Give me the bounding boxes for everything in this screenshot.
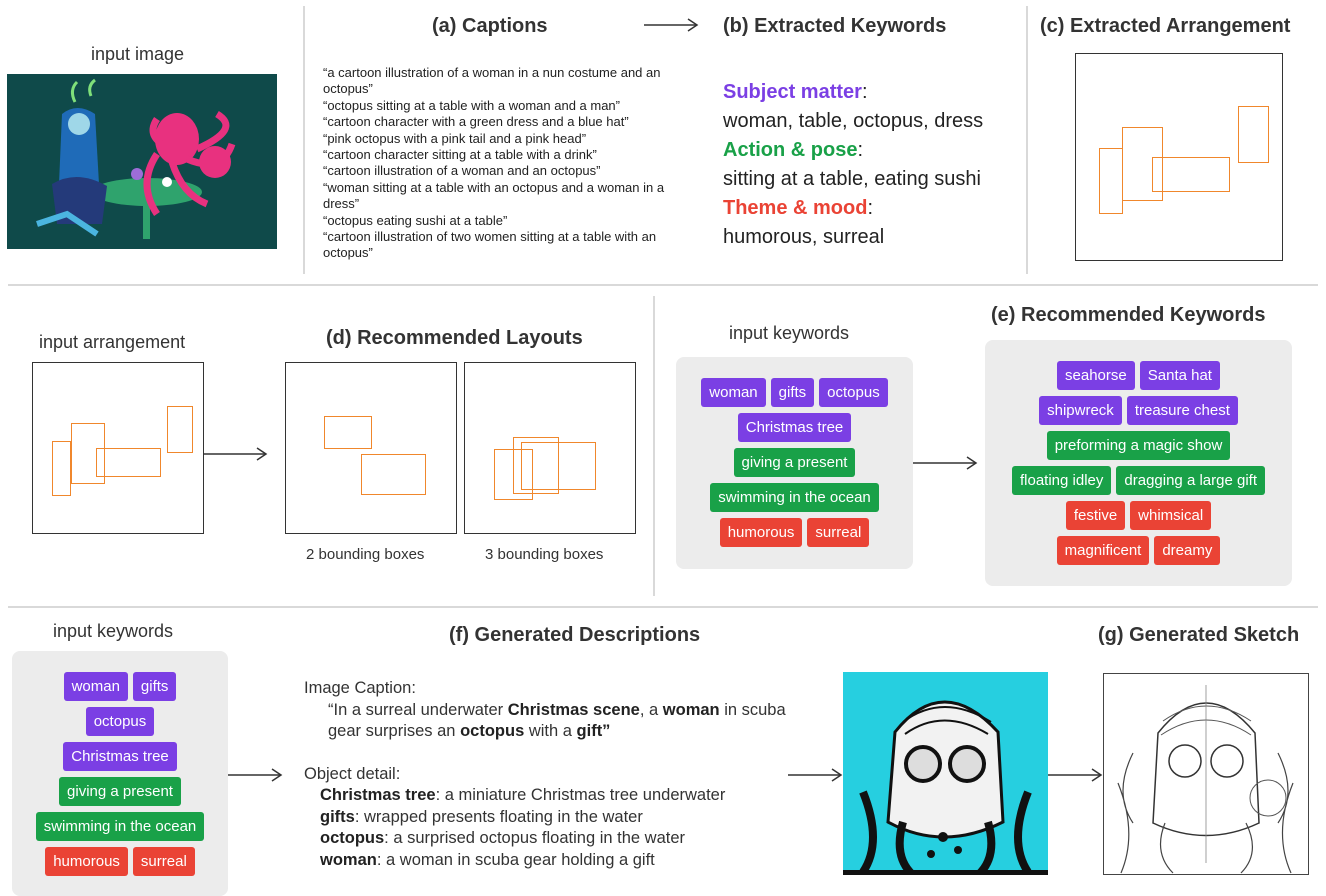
arrow-right-icon	[913, 456, 978, 470]
bounding-box	[71, 423, 105, 484]
recommended-keywords-panel: seahorse Santa hat shipwreck treasure ch…	[985, 340, 1292, 586]
bounding-box	[1122, 127, 1163, 201]
keyword-tag[interactable]: swimming in the ocean	[35, 812, 205, 841]
bounding-box	[324, 416, 372, 449]
caption-item: “cartoon illustration of two women sitti…	[323, 229, 657, 261]
generated-sketch	[1103, 673, 1309, 875]
input-keywords-panel: woman gifts octopus Christmas tree givin…	[12, 651, 228, 896]
descriptions-title: (f) Generated Descriptions	[449, 624, 701, 646]
keyword-tag[interactable]: magnificent	[1056, 536, 1150, 565]
input-arrangement-canvas	[32, 362, 204, 534]
keyword-tag[interactable]: floating idley	[1012, 466, 1112, 495]
bounding-box	[521, 442, 596, 490]
object-detail-item: woman: a woman in scuba gear holding a g…	[320, 850, 655, 869]
arrow-right-icon	[228, 768, 283, 782]
keyword-tag[interactable]: swimming in the ocean	[710, 483, 879, 512]
keyword-tag[interactable]: giving a present	[733, 448, 856, 477]
caption-item: “cartoon character with a green dress an…	[323, 114, 629, 130]
keyword-tag[interactable]: humorous	[719, 518, 803, 547]
divider	[653, 296, 655, 596]
keyword-tag[interactable]: preforming a magic show	[1046, 431, 1231, 460]
keyword-tag[interactable]: woman	[63, 672, 128, 701]
arrow-right-icon	[203, 447, 268, 461]
divider	[8, 606, 1318, 608]
keywords-title: (b) Extracted Keywords	[723, 15, 947, 37]
keyword-tag[interactable]: dreamy	[1154, 536, 1221, 565]
captions-list: “a cartoon illustration of a woman in a …	[323, 65, 668, 262]
keyword-tag[interactable]: octopus	[85, 707, 155, 736]
keyword-tag[interactable]: octopus	[819, 378, 888, 407]
bounding-box	[361, 454, 426, 495]
keyword-tag[interactable]: shipwreck	[1039, 396, 1122, 425]
object-detail-item: Christmas tree: a miniature Christmas tr…	[320, 786, 726, 804]
keyword-tag[interactable]: seahorse	[1057, 361, 1135, 390]
bounding-box	[1238, 106, 1269, 163]
bounding-box	[167, 406, 193, 453]
keyword-tag[interactable]: gifts	[132, 672, 177, 701]
divider	[8, 284, 1318, 286]
input-image-label: input image	[91, 44, 185, 64]
image-caption-text: “In a surreal underwater Christmas scene…	[328, 700, 786, 741]
theme-label: Theme & mood	[723, 197, 868, 219]
bounding-box	[52, 441, 71, 496]
input-keywords-panel: woman gifts octopus Christmas tree givin…	[676, 357, 913, 569]
bounding-box	[1099, 148, 1123, 214]
image-caption-label: Image Caption:	[304, 679, 416, 697]
layout-option-2-boxes[interactable]	[285, 362, 457, 534]
object-detail-item: octopus: a surprised octopus floating in…	[320, 829, 686, 847]
subject-label: Subject matter	[723, 81, 862, 103]
keyword-tag[interactable]: giving a present	[59, 777, 181, 806]
layout-option-3-boxes[interactable]	[464, 362, 636, 534]
layout2-caption: 3 bounding boxes	[485, 546, 604, 563]
caption-item: “woman sitting at a table with an octopu…	[323, 179, 665, 212]
keyword-tag[interactable]: treasure chest	[1126, 396, 1238, 425]
object-detail-item: gifts: wrapped presents floating in the …	[320, 807, 643, 826]
keyword-tag[interactable]: Christmas tree	[737, 413, 852, 442]
caption-item: “a cartoon illustration of a woman in a …	[323, 65, 661, 97]
generated-image	[843, 672, 1048, 875]
recommended-keywords-title: (e) Recommended Keywords	[991, 304, 1266, 326]
theme-values: humorous, surreal	[723, 226, 885, 248]
layouts-title: (d) Recommended Layouts	[326, 327, 583, 349]
keyword-tag[interactable]: woman	[701, 378, 766, 407]
extracted-keywords: Subject matter: woman, table, octopus, d…	[723, 78, 1023, 252]
arrow-right-icon	[788, 768, 843, 782]
bounding-box	[96, 448, 161, 477]
input-keywords-label: input keywords	[53, 621, 174, 641]
keyword-tag[interactable]: humorous	[45, 847, 128, 876]
keyword-tag[interactable]: surreal	[807, 518, 870, 547]
keyword-tag[interactable]: Santa hat	[1139, 361, 1220, 390]
keyword-tag[interactable]: whimsical	[1130, 501, 1212, 530]
keyword-tag[interactable]: festive	[1065, 501, 1126, 530]
layout1-caption: 2 bounding boxes	[306, 546, 425, 563]
arrow-right-icon	[1048, 768, 1103, 782]
bounding-box	[513, 437, 559, 494]
divider	[303, 6, 305, 274]
action-values: sitting at a table, eating sushi	[723, 168, 981, 190]
object-detail-label: Object detail:	[304, 764, 401, 783]
caption-item: “cartoon illustration of a woman and an …	[323, 163, 601, 179]
captions-title: (a) Captions	[432, 15, 548, 37]
sketch-title: (g) Generated Sketch	[1098, 624, 1300, 646]
input-arrangement-label: input arrangement	[39, 332, 186, 352]
action-label: Action & pose	[723, 139, 858, 161]
caption-item: “octopus eating sushi at a table”	[323, 212, 508, 228]
input-illustration	[7, 74, 277, 249]
extracted-arrangement-canvas	[1075, 53, 1283, 261]
arrangement-title: (c) Extracted Arrangement	[1040, 15, 1291, 37]
arrow-right-icon	[644, 18, 699, 32]
caption-item: “octopus sitting at a table with a woman…	[323, 97, 620, 113]
generated-descriptions: Image Caption: “In a surreal underwater …	[304, 678, 794, 871]
divider	[1026, 6, 1028, 274]
keyword-tag[interactable]: Christmas tree	[63, 742, 177, 771]
keyword-tag[interactable]: dragging a large gift	[1116, 466, 1265, 495]
caption-item: “pink octopus with a pink tail and a pin…	[323, 130, 587, 146]
subject-values: woman, table, octopus, dress	[723, 110, 984, 132]
keyword-tag[interactable]: gifts	[770, 378, 815, 407]
bounding-box	[1152, 157, 1230, 192]
keyword-tag[interactable]: surreal	[132, 847, 195, 876]
caption-item: “cartoon character sitting at a table wi…	[323, 147, 597, 163]
input-keywords-label: input keywords	[729, 323, 850, 343]
